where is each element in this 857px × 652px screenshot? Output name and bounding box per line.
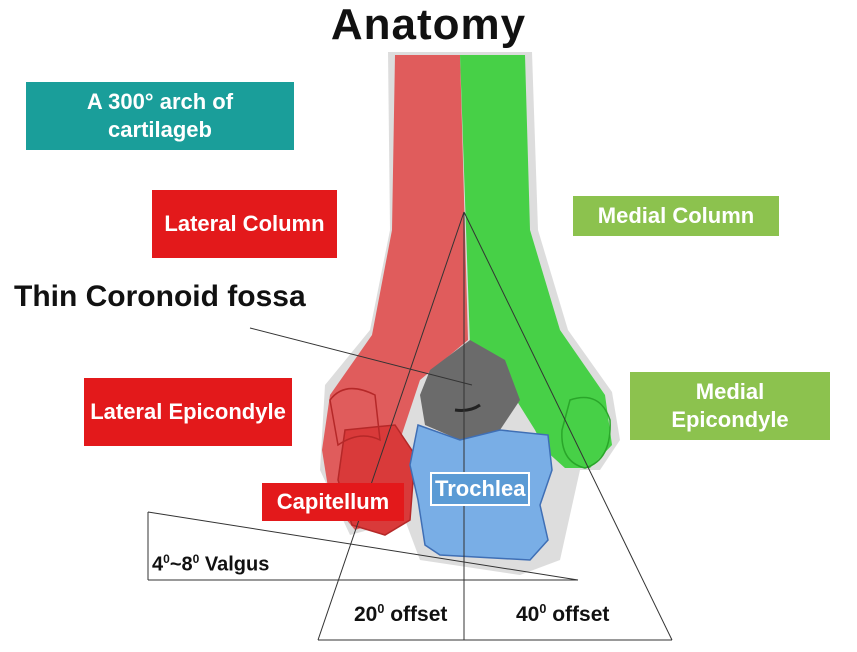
lateral-epicondyle-outline xyxy=(329,387,381,447)
lateral-epicondyle-label: Lateral Epicondyle xyxy=(84,378,292,446)
trochlea-label: Trochlea xyxy=(430,472,531,506)
medial-epicondyle-label: Medial Epicondyle xyxy=(630,372,830,440)
offset-40-label: 400 offset xyxy=(516,602,610,626)
offset-20-label: 200 offset xyxy=(354,602,448,626)
valgus-line-top xyxy=(147,511,579,581)
valgus-label: 40~80 Valgus xyxy=(152,552,270,576)
medial-column-label-text: Medial Column xyxy=(597,203,755,228)
capitellum-label: Capitellum xyxy=(262,483,404,521)
medial-epicondyle-outline xyxy=(561,396,611,469)
arch-label-text: A 300° arch of cartilageb xyxy=(86,89,234,142)
arch-label: A 300° arch of cartilageb xyxy=(26,82,294,150)
lateral-epicondyle-label-text: Lateral Epicondyle xyxy=(90,399,286,424)
lateral-column-label: Lateral Column xyxy=(152,190,337,258)
offset-line-right xyxy=(463,211,673,641)
coronoid-fossa-shape xyxy=(420,340,520,440)
medial-epicondyle-label-text: Medial Epicondyle xyxy=(671,379,789,432)
coronoid-pointer xyxy=(249,327,473,386)
lateral-column-shape xyxy=(322,55,468,530)
capitellum-label-text: Capitellum xyxy=(276,489,390,514)
coronoid-fossa-label: Thin Coronoid fossa xyxy=(14,280,306,313)
fossa-mark xyxy=(454,403,481,412)
lateral-column-label-text: Lateral Column xyxy=(164,211,325,236)
offset-line-left xyxy=(317,211,465,641)
page-title: Anatomy xyxy=(330,0,527,49)
medial-column-label: Medial Column xyxy=(573,196,779,236)
